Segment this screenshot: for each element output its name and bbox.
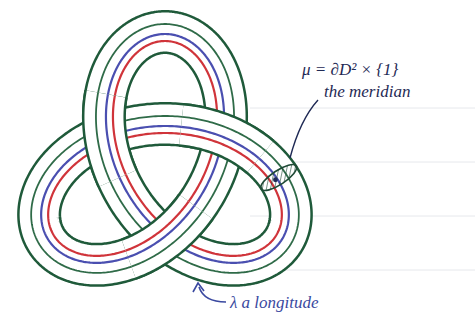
green-line [31,24,299,273]
tube-fill [181,125,260,157]
tube-outline [181,125,260,157]
red-longitude [113,96,126,175]
blue-longitude [181,127,259,159]
tube-outline [39,32,291,265]
longitude-arrowhead [193,283,204,292]
blue-longitude [41,34,289,263]
meridian-label: the meridian [322,82,412,102]
knot-tube [31,24,299,273]
tube-fill [39,32,291,265]
meridian-leader [290,100,318,158]
meridian-disc [257,160,300,195]
meridian-formula: μ = ∂D² × {1} [300,60,400,80]
longitude-label: λ a longitude [228,293,321,313]
base-point [273,177,278,182]
blue-longitude [106,94,120,177]
green-line [131,211,202,266]
meridian-circle [257,160,300,195]
green-line [96,92,110,181]
red-longitude [180,134,254,164]
green-line [182,117,265,151]
